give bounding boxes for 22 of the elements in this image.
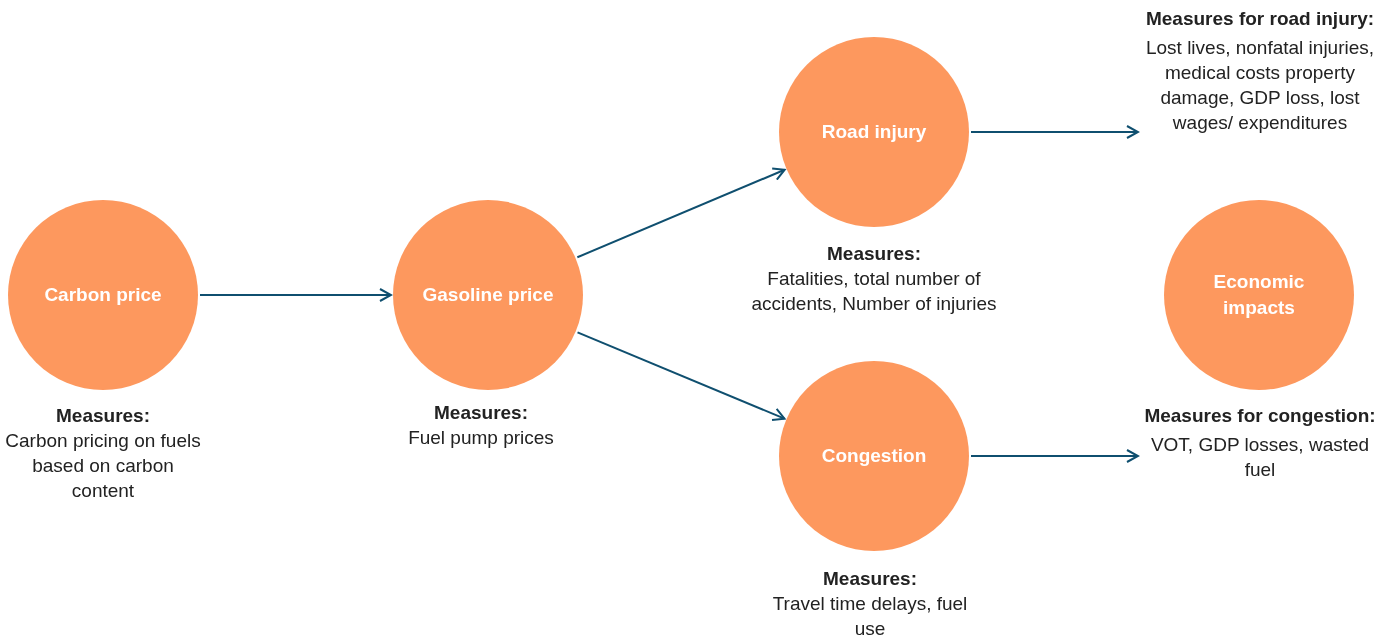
node-label: Road injury	[821, 120, 927, 144]
node-label: Congestion	[821, 444, 927, 468]
node-label: Gasoline price	[422, 283, 554, 307]
arrow	[970, 449, 1139, 463]
measures-heading: Measures:	[823, 567, 917, 591]
node-label: Carbon price	[44, 283, 162, 307]
measures-heading: Measures for road injury:	[1145, 7, 1375, 31]
measures-text: Fuel pump prices	[408, 426, 554, 450]
measures-text: Lost lives, nonfatal injuries, medical costs property damage, GDP loss, lost wages/ expenditures	[1144, 36, 1376, 135]
arrow	[576, 331, 786, 421]
arrow	[576, 167, 786, 259]
measures-heading: Measures for congestion:	[1144, 404, 1376, 428]
measures-text: Carbon pricing on fuels based on carbon content	[5, 429, 201, 503]
arrow	[199, 288, 392, 302]
measures-heading: Measures:	[434, 401, 528, 425]
measures-text: VOT, GDP losses, wasted fuel	[1149, 433, 1371, 482]
measures-heading: Measures:	[56, 404, 150, 428]
measures-text: Fatalities, total number of accidents, Number of injuries	[750, 267, 998, 316]
measures-text: Travel time delays, fuel use	[771, 592, 969, 639]
measures-heading: Measures:	[827, 242, 921, 266]
arrow	[970, 125, 1139, 139]
node-label: Economic impacts	[1212, 270, 1306, 320]
